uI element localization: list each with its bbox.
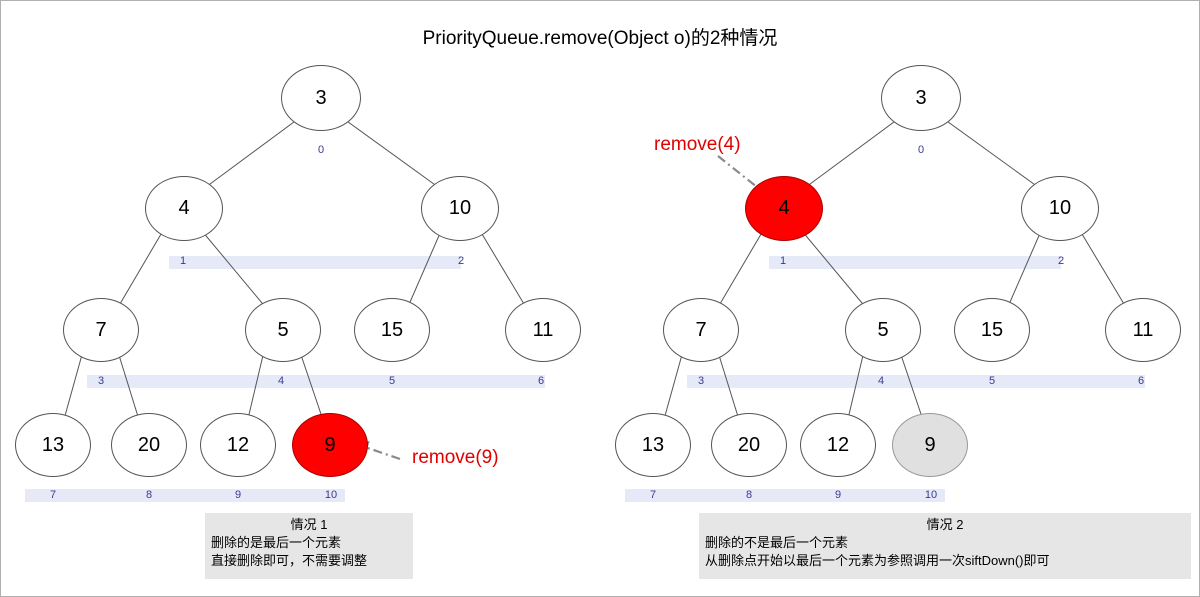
node-label: 20 [737, 433, 761, 456]
node-index-right-5: 5 [988, 375, 996, 387]
node-right-9[interactable]: 12 [800, 413, 876, 477]
node-left-6[interactable]: 11 [505, 298, 581, 362]
caption-line-1: 删除的不是最后一个元素 [705, 535, 849, 550]
node-left-1[interactable]: 4 [145, 176, 223, 241]
caption-title: 情况 1 [290, 517, 328, 532]
node-index-right-8: 8 [745, 489, 753, 501]
node-right-4[interactable]: 5 [845, 298, 921, 362]
index-band-left-row3 [87, 375, 545, 388]
node-index-right-4: 4 [877, 375, 885, 387]
node-index-left-9: 9 [234, 489, 242, 501]
node-right-5[interactable]: 15 [954, 298, 1030, 362]
remove-annotation-right: remove(4) [654, 134, 741, 155]
index-band-right-row3 [687, 375, 1145, 388]
node-index-left-1: 1 [179, 255, 187, 267]
index-band-right-row2 [769, 256, 1061, 269]
node-label: 5 [877, 318, 889, 341]
node-left-10[interactable]: 9 [292, 413, 368, 477]
node-label: 13 [641, 433, 665, 456]
node-left-0[interactable]: 3 [281, 65, 361, 131]
node-index-right-3: 3 [697, 375, 705, 387]
node-index-right-2: 2 [1057, 255, 1065, 267]
node-index-left-5: 5 [388, 375, 396, 387]
node-index-right-9: 9 [834, 489, 842, 501]
index-band-left-row2 [169, 256, 461, 269]
node-right-10[interactable]: 9 [892, 413, 968, 477]
node-label: 15 [380, 318, 404, 341]
node-left-4[interactable]: 5 [245, 298, 321, 362]
page-title: PriorityQueue.remove(Object o)的2种情况 [422, 28, 778, 49]
node-label: 3 [915, 86, 927, 109]
node-label: 4 [778, 197, 790, 219]
caption-line-2: 直接删除即可，不需要调整 [211, 553, 368, 568]
node-right-0[interactable]: 3 [881, 65, 961, 131]
node-label: 12 [826, 433, 850, 456]
node-index-left-10: 10 [324, 489, 338, 501]
node-label: 11 [532, 318, 554, 341]
node-label: 9 [924, 433, 936, 456]
index-band-left-row4 [25, 489, 345, 502]
caption-title: 情况 2 [926, 517, 964, 532]
node-left-5[interactable]: 15 [354, 298, 430, 362]
node-label: 20 [137, 433, 161, 456]
node-index-left-0: 0 [317, 144, 325, 156]
node-label: 5 [277, 318, 289, 341]
node-label: 9 [324, 433, 336, 456]
node-index-right-1: 1 [779, 255, 787, 267]
node-right-1[interactable]: 4 [745, 176, 823, 241]
node-label: 7 [95, 318, 107, 341]
node-right-2[interactable]: 10 [1021, 176, 1099, 241]
node-index-left-8: 8 [145, 489, 153, 501]
node-label: 10 [448, 197, 472, 219]
caption-case-2: 情况 2 删除的不是最后一个元素 从删除点开始以最后一个元素为参照调用一次sif… [699, 513, 1191, 579]
node-label: 10 [1048, 197, 1072, 219]
node-label: 4 [178, 197, 190, 219]
node-right-6[interactable]: 11 [1105, 298, 1181, 362]
node-index-left-2: 2 [457, 255, 465, 267]
node-left-9[interactable]: 12 [200, 413, 276, 477]
node-index-left-6: 6 [537, 375, 545, 387]
node-left-8[interactable]: 20 [111, 413, 187, 477]
node-right-3[interactable]: 7 [663, 298, 739, 362]
index-band-right-row4 [625, 489, 945, 502]
node-left-2[interactable]: 10 [421, 176, 499, 241]
node-index-right-0: 0 [917, 144, 925, 156]
caption-case-1: 情况 1 删除的是最后一个元素 直接删除即可，不需要调整 [205, 513, 413, 579]
node-label: 3 [315, 86, 327, 109]
node-index-left-3: 3 [97, 375, 105, 387]
node-label: 15 [980, 318, 1004, 341]
node-left-7[interactable]: 13 [15, 413, 91, 477]
caption-line-1: 删除的是最后一个元素 [211, 535, 342, 550]
node-index-right-10: 10 [924, 489, 938, 501]
remove-annotation-left: remove(9) [412, 447, 499, 468]
node-left-3[interactable]: 7 [63, 298, 139, 362]
node-label: 11 [1132, 318, 1154, 341]
node-index-left-7: 7 [49, 489, 57, 501]
node-label: 13 [41, 433, 65, 456]
node-label: 12 [226, 433, 250, 456]
node-label: 7 [695, 318, 707, 341]
node-right-7[interactable]: 13 [615, 413, 691, 477]
node-index-right-6: 6 [1137, 375, 1145, 387]
node-index-left-4: 4 [277, 375, 285, 387]
node-index-right-7: 7 [649, 489, 657, 501]
caption-line-2: 从删除点开始以最后一个元素为参照调用一次siftDown()即可 [705, 553, 1050, 568]
node-right-8[interactable]: 20 [711, 413, 787, 477]
